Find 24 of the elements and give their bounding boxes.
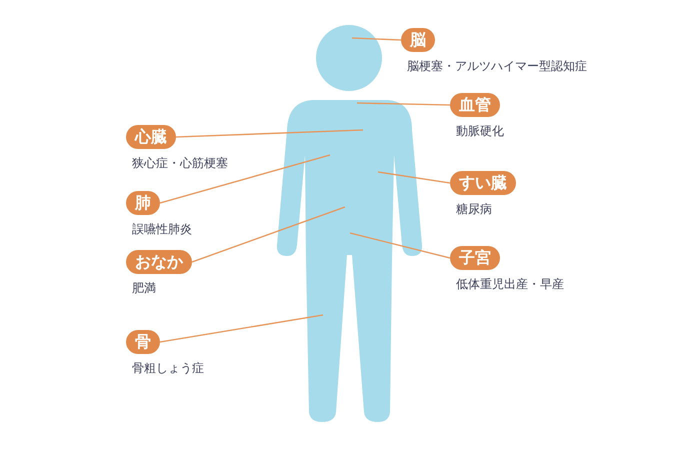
disease-text: 動脈硬化	[456, 123, 504, 140]
leader-line	[352, 37, 402, 41]
disease-text: 肥満	[132, 280, 157, 297]
disease-text: 骨粗しょう症	[132, 360, 204, 377]
organ-label: 脳	[401, 28, 435, 52]
disease-text: 低体重児出産・早産	[456, 276, 564, 293]
organ-label: 子宮	[450, 246, 500, 270]
disease-text: 狭心症・心筋梗塞	[132, 155, 228, 172]
organ-label: おなか	[126, 250, 192, 274]
leader-line	[192, 206, 346, 263]
leader-line	[160, 314, 324, 343]
organ-label: 肺	[126, 191, 160, 215]
organ-label: 血管	[450, 93, 500, 117]
organ-label: すい臓	[450, 171, 516, 195]
leader-line	[160, 154, 330, 204]
leader-line	[356, 102, 450, 106]
organ-label: 骨	[126, 330, 160, 354]
disease-text: 誤嚥性肺炎	[132, 221, 192, 238]
leader-line	[350, 232, 450, 259]
disease-text: 脳梗塞・アルツハイマー型認知症	[407, 58, 587, 75]
leader-line	[378, 171, 450, 184]
organ-label: 心臓	[126, 125, 176, 149]
leader-line	[176, 129, 364, 138]
disease-text: 糖尿病	[456, 201, 493, 218]
